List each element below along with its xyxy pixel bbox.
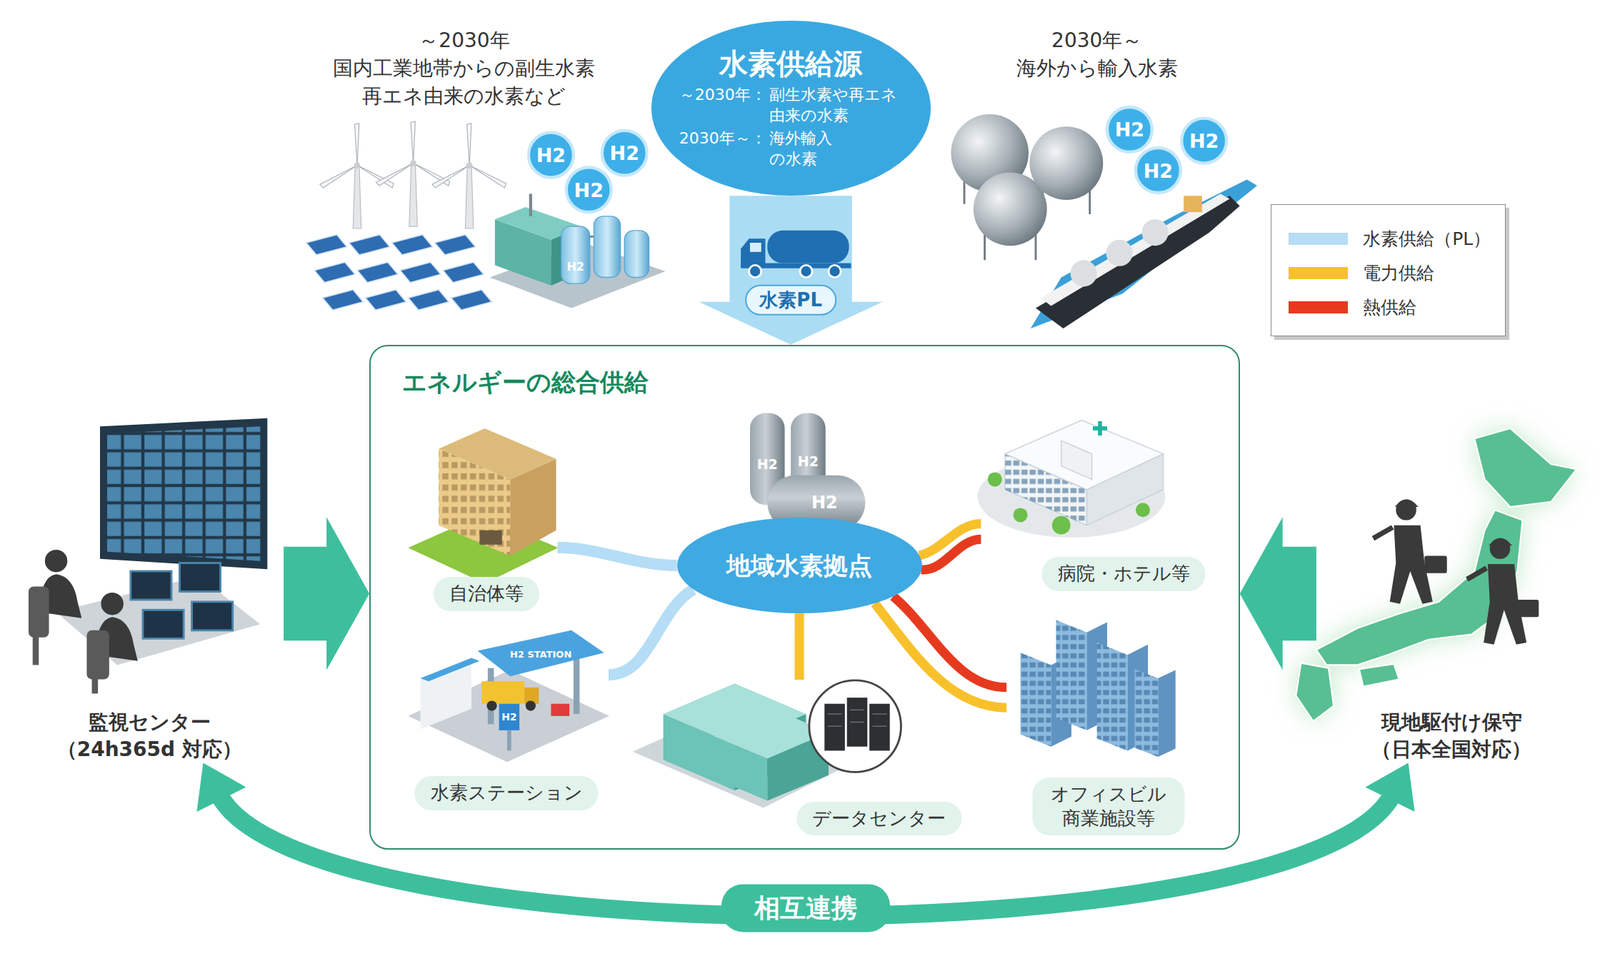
symbol-label: H2 STATION	[510, 649, 572, 659]
arrowhead	[196, 763, 246, 813]
legend-swatch	[1288, 301, 1348, 314]
connector	[608, 590, 694, 676]
symbol-label: H2	[1143, 160, 1173, 180]
office-towers	[1020, 620, 1176, 758]
legend-row: 電力供給	[1288, 256, 1491, 291]
edge-label: 水素PL	[745, 285, 837, 316]
block-arrow	[1240, 517, 1317, 670]
pill-text: 水素ステーション	[430, 781, 583, 806]
ellipse-title: 水素供給源	[719, 46, 863, 81]
note-text: 2030年～ 海外から輸入水素	[1010, 26, 1183, 83]
symbol-label: H2	[574, 180, 604, 200]
label-pill: 病院・ホテル等	[1042, 557, 1206, 592]
tanker-ship	[1030, 179, 1258, 329]
station-text: 監視センター	[88, 709, 211, 737]
symbol-label: H2	[1189, 131, 1219, 151]
supply-line	[921, 539, 982, 570]
connector	[699, 195, 883, 345]
edge-label-text: 相互連携	[754, 893, 858, 925]
symbol-label: H2	[797, 454, 819, 468]
block-arrow	[283, 517, 370, 670]
legend-text: 電力供給	[1362, 262, 1435, 285]
hub-tanks	[750, 413, 865, 531]
station-text: （24h365d 対応）	[57, 736, 243, 764]
ellipse-text: 副生水素や再エネ 由来の水素	[769, 85, 903, 126]
symbol-label: H2	[536, 145, 566, 165]
factory	[490, 193, 666, 308]
connector	[799, 613, 800, 680]
ellipse-text: 2030年～：	[679, 128, 767, 170]
pill-text: データセンター	[812, 807, 946, 832]
legend-row: 熱供給	[1288, 290, 1491, 325]
lng-tanks	[950, 114, 1103, 260]
pill-text: 自治体等	[449, 582, 524, 607]
connector	[921, 539, 982, 570]
hydrogen-station	[407, 630, 609, 763]
pill-text: 病院・ホテル等	[1057, 562, 1190, 587]
ellipse-text: ～2030年：	[679, 85, 767, 126]
hub-ellipse: 地域水素拠点	[677, 517, 923, 614]
hospital	[977, 420, 1166, 538]
label-pill: 水素ステーション	[415, 776, 599, 811]
legend-row: 水素供給（PL）	[1288, 222, 1491, 257]
facility-group: オフィスビル 商業施設等	[1006, 613, 1211, 838]
symbol-label: H2	[811, 494, 838, 512]
source-ellipse: 水素供給源 ～2030年：副生水素や再エネ 由来の水素2030年～：海外輸入 の水…	[651, 20, 931, 197]
monitoring-room	[28, 418, 268, 695]
legend-swatch	[1288, 232, 1348, 245]
text-grid: ～2030年：副生水素や再エネ 由来の水素2030年～：海外輸入 の水素	[679, 85, 903, 170]
supply-line	[608, 590, 694, 676]
legend-text: 水素供給（PL）	[1362, 228, 1491, 250]
solar-panels	[306, 235, 493, 311]
connector	[875, 603, 1007, 708]
station-group: 現地駆付け保守（日本全国対応）	[1316, 418, 1588, 764]
label-pill: オフィスビル 商業施設等	[1032, 777, 1185, 837]
ellipse-text: 海外輸入 の水素	[769, 128, 840, 170]
supply-line	[557, 547, 678, 566]
municipal-building	[407, 428, 558, 584]
block-arrow	[699, 195, 883, 345]
note-text: ～2030年 国内工業地帯からの副生水素 再エネ由来の水素など	[328, 26, 601, 110]
facility-group: 病院・ホテル等	[980, 420, 1216, 594]
station-group: 監視センター（24h365d 対応）	[15, 418, 284, 764]
edge-label: 相互連携	[721, 885, 890, 933]
facility-group: 自治体等	[409, 420, 558, 614]
symbol-label: H2	[757, 457, 778, 472]
legend-box: 水素供給（PL） 電力供給熱供給	[1270, 204, 1507, 338]
japan-map	[1295, 428, 1577, 722]
legend-text: 熱供給	[1362, 297, 1417, 319]
connector	[557, 547, 678, 566]
wind-turbines	[320, 121, 508, 229]
station-text: （日本全国対応）	[1371, 736, 1532, 764]
panel-title: エネルギーの総合供給	[402, 367, 649, 398]
edge-label-text: 水素PL	[759, 288, 823, 313]
arrowhead	[1365, 763, 1415, 813]
label-pill: データセンター	[796, 802, 962, 837]
symbol-label: H2	[1115, 120, 1145, 140]
legend-swatch	[1288, 267, 1348, 280]
connector	[1240, 517, 1317, 670]
facility-group: データセンター	[629, 680, 966, 838]
symbol-label: H2	[566, 261, 585, 273]
symbol-label: H2	[501, 712, 517, 723]
data-center	[632, 680, 902, 809]
pill-text: オフィスビル 商業施設等	[1047, 782, 1169, 832]
panel-frame: エネルギーの総合供給自治体等 地域水素拠点 病院・ホテル等水素ステーションデータセン…	[369, 345, 1240, 850]
supply-line	[795, 613, 805, 680]
station-text: 現地駆付け保守	[1381, 709, 1523, 737]
facility-group: 水素ステーション	[404, 634, 609, 813]
label-pill: 自治体等	[433, 577, 540, 612]
connector	[283, 517, 370, 670]
maintenance-workers	[1372, 499, 1540, 645]
symbol-label: H2	[610, 143, 640, 163]
hub-text: 地域水素拠点	[726, 551, 873, 581]
supply-line	[875, 603, 1007, 708]
tanker-truck	[740, 230, 851, 278]
